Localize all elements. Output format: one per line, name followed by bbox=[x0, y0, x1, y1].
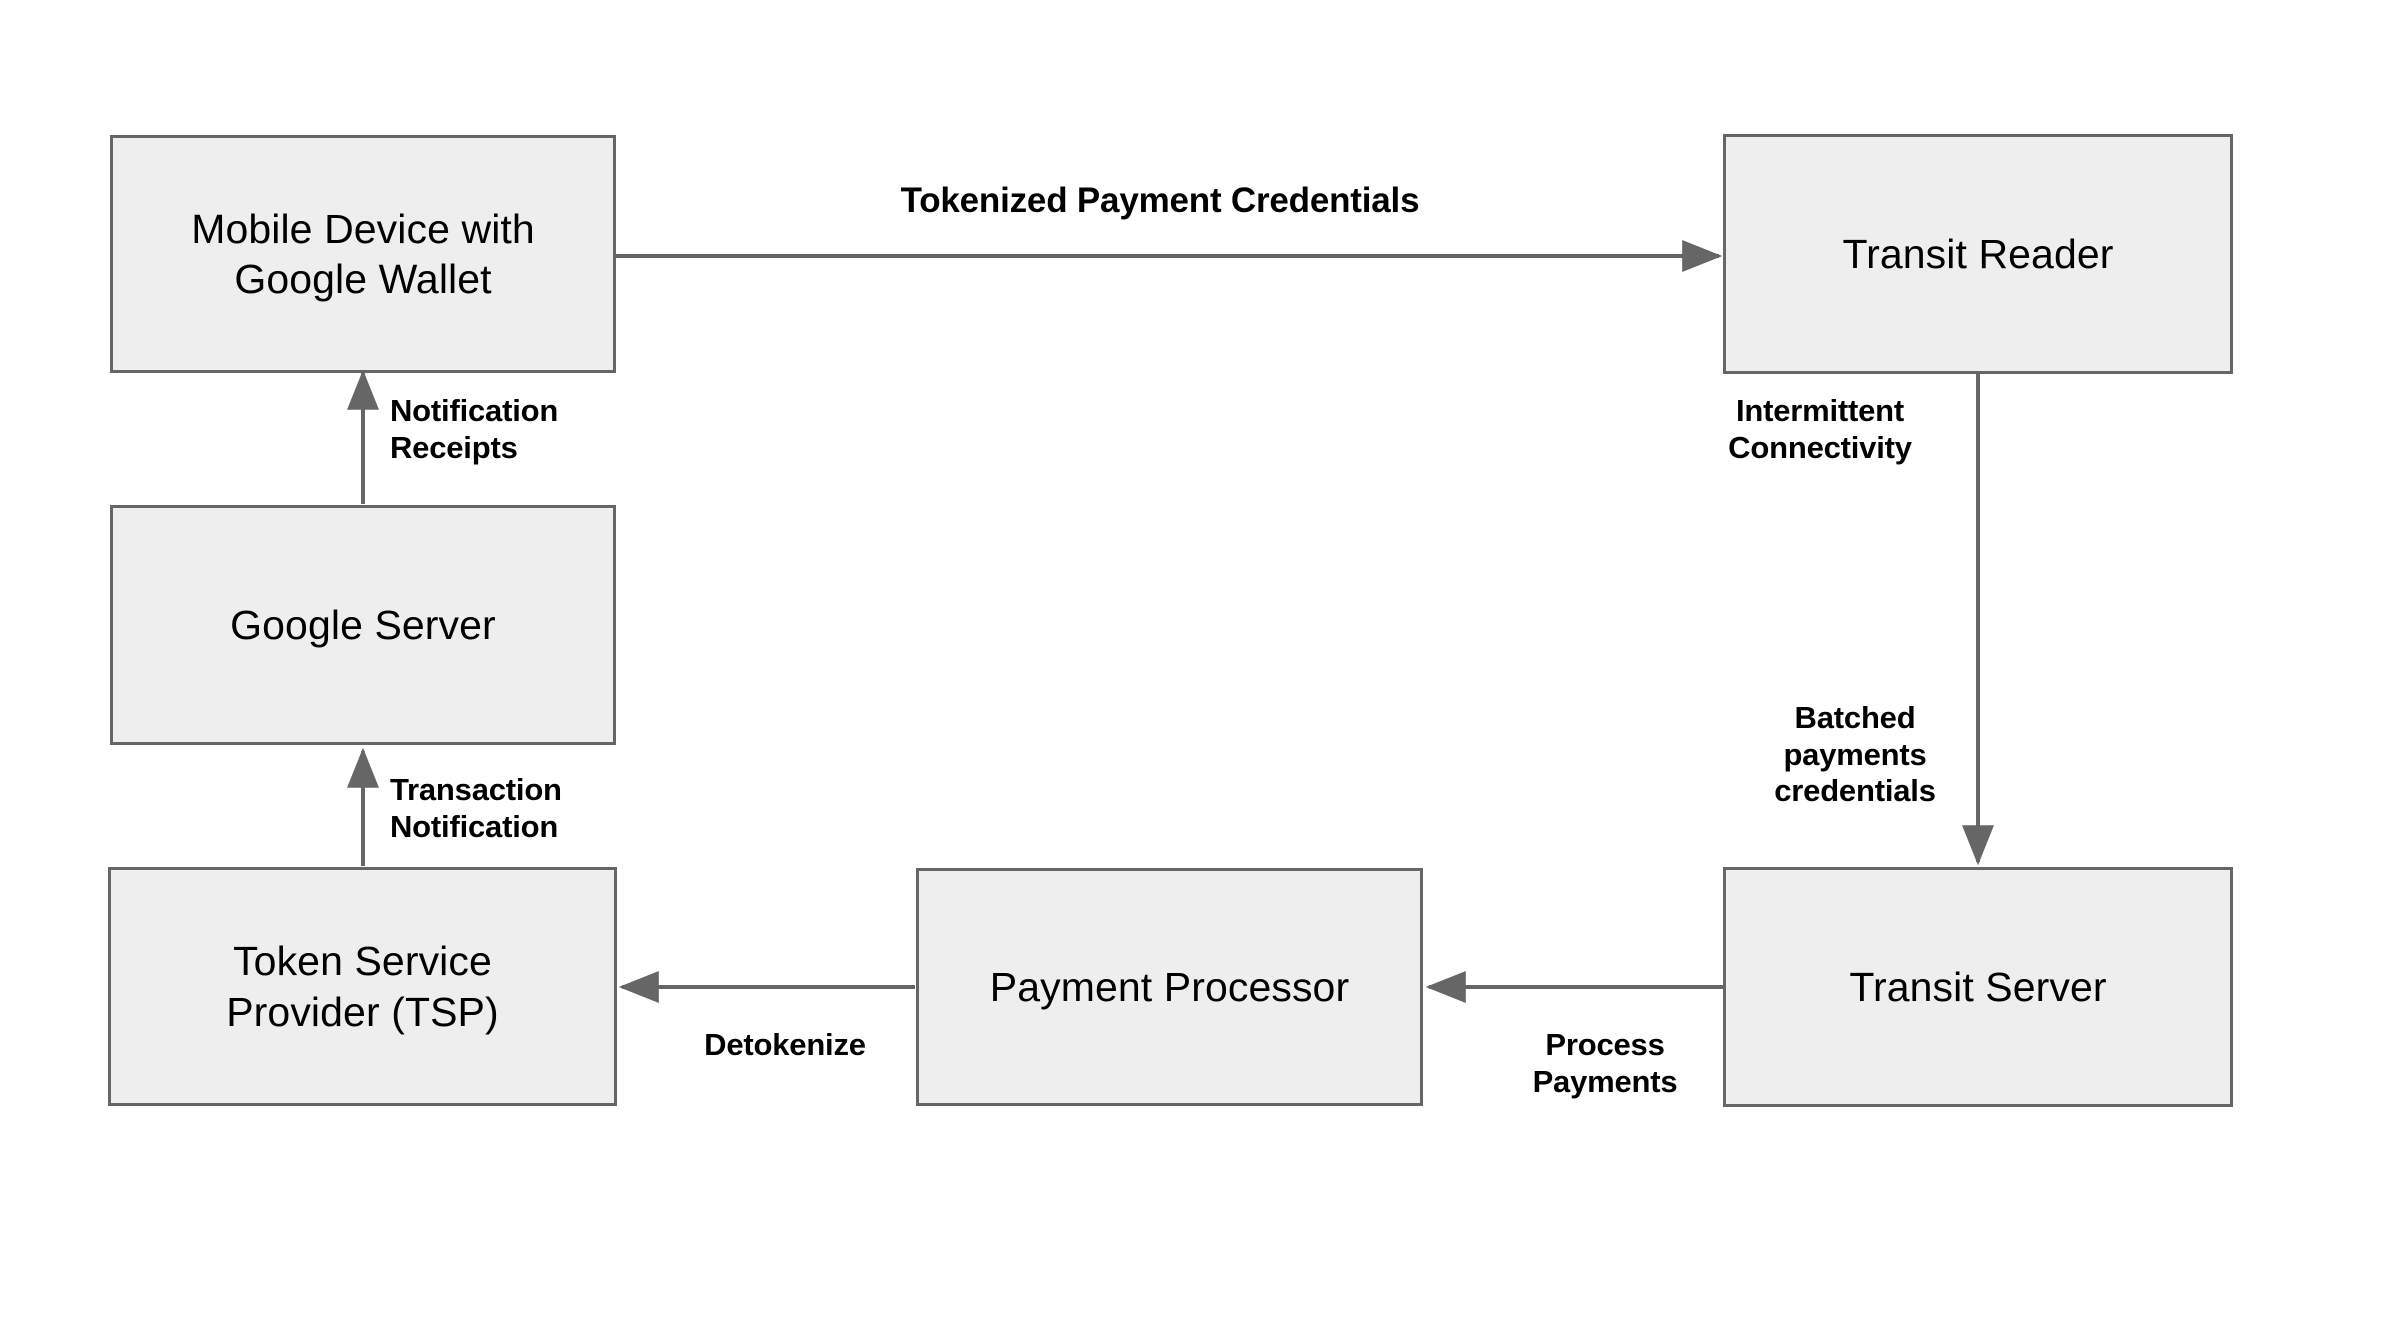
edge-label-tokenized-payment-credentials: Tokenized Payment Credentials bbox=[900, 181, 1420, 220]
edge-label-batched-payments-credentials: Batched payments credentials bbox=[1774, 700, 1936, 809]
edge-label-intermittent-connectivity: Intermittent Connectivity bbox=[1728, 393, 1912, 465]
edge-label-detokenize: Detokenize bbox=[704, 1027, 866, 1062]
node-mobile-device[interactable]: Mobile Device with Google Wallet bbox=[110, 135, 616, 373]
edge-label-process-payments: Process Payments bbox=[1532, 1027, 1678, 1099]
node-transit-reader[interactable]: Transit Reader bbox=[1723, 134, 2233, 374]
node-google-server[interactable]: Google Server bbox=[110, 505, 616, 745]
node-payment-processor[interactable]: Payment Processor bbox=[916, 868, 1423, 1106]
edge-label-notification-receipts: Notification Receipts bbox=[390, 393, 559, 465]
edge-label-transaction-notification: Transaction Notification bbox=[390, 772, 562, 844]
node-transit-server[interactable]: Transit Server bbox=[1723, 867, 2233, 1107]
node-token-service-provider[interactable]: Token Service Provider (TSP) bbox=[108, 867, 617, 1106]
